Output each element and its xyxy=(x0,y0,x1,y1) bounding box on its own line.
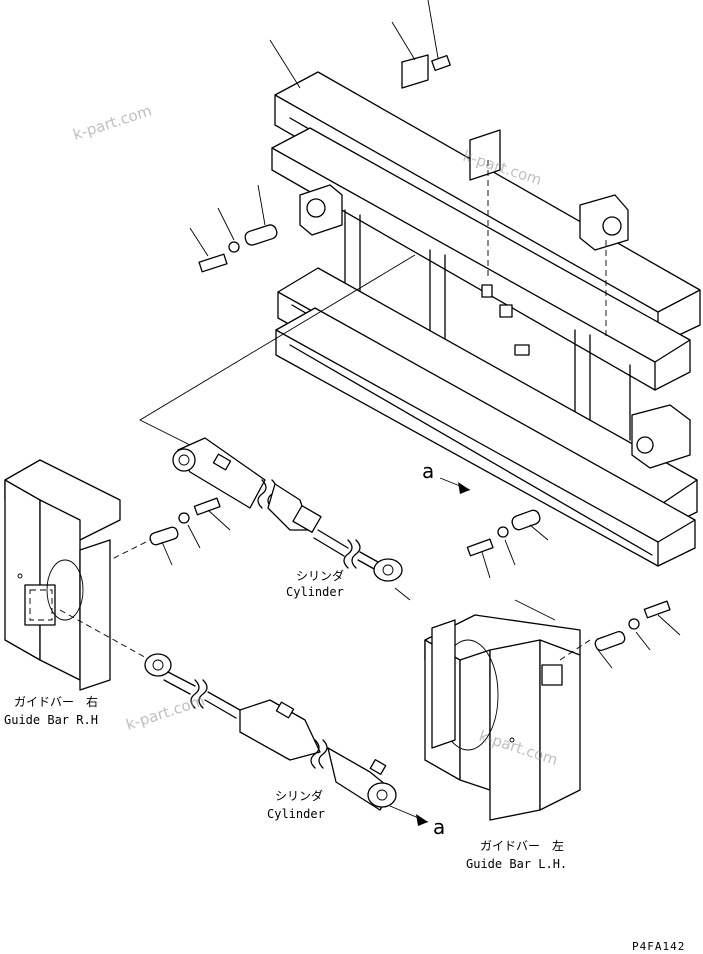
guide-bar-rh xyxy=(4,459,151,691)
cylinder-bottom-label-en: Cylinder xyxy=(267,807,325,821)
drawing-code: P4FA142 xyxy=(632,940,685,953)
guide-bar-rh-label-en: Guide Bar R.H xyxy=(4,713,98,727)
watermark: k-part.com xyxy=(124,691,207,733)
guide-bar-lh-label-jp: ガイドバー 左 xyxy=(480,838,564,853)
guide-bar-rh-label-jp: ガイドバー 右 xyxy=(14,694,98,709)
ref-arrow-bottom xyxy=(389,805,429,826)
lower-cylinder xyxy=(144,653,397,811)
cylinder-top-label-en: Cylinder xyxy=(286,585,344,599)
ref-arrow-top xyxy=(439,477,471,494)
ref-a-bottom-label: a xyxy=(433,815,445,839)
guide-bar-lh xyxy=(424,599,581,821)
cylinder-bottom-label-jp: シリンダ xyxy=(275,788,323,803)
upper-cylinder xyxy=(172,437,411,601)
frame-pin-set xyxy=(189,184,278,273)
watermark: k-part.com xyxy=(71,101,154,143)
lower-right-pin-set xyxy=(559,600,681,669)
right-pin-set xyxy=(466,509,549,579)
top-plate-and-bolt xyxy=(269,0,451,89)
guide-bar-lh-label-en: Guide Bar L.H. xyxy=(466,857,567,871)
ref-a-top-label: a xyxy=(422,459,434,483)
leader-frame-to-cylinder xyxy=(139,254,416,451)
upper-pin-set xyxy=(59,497,231,586)
carriage-frame xyxy=(271,71,701,567)
cylinder-top-label-jp: シリンダ xyxy=(296,568,344,583)
